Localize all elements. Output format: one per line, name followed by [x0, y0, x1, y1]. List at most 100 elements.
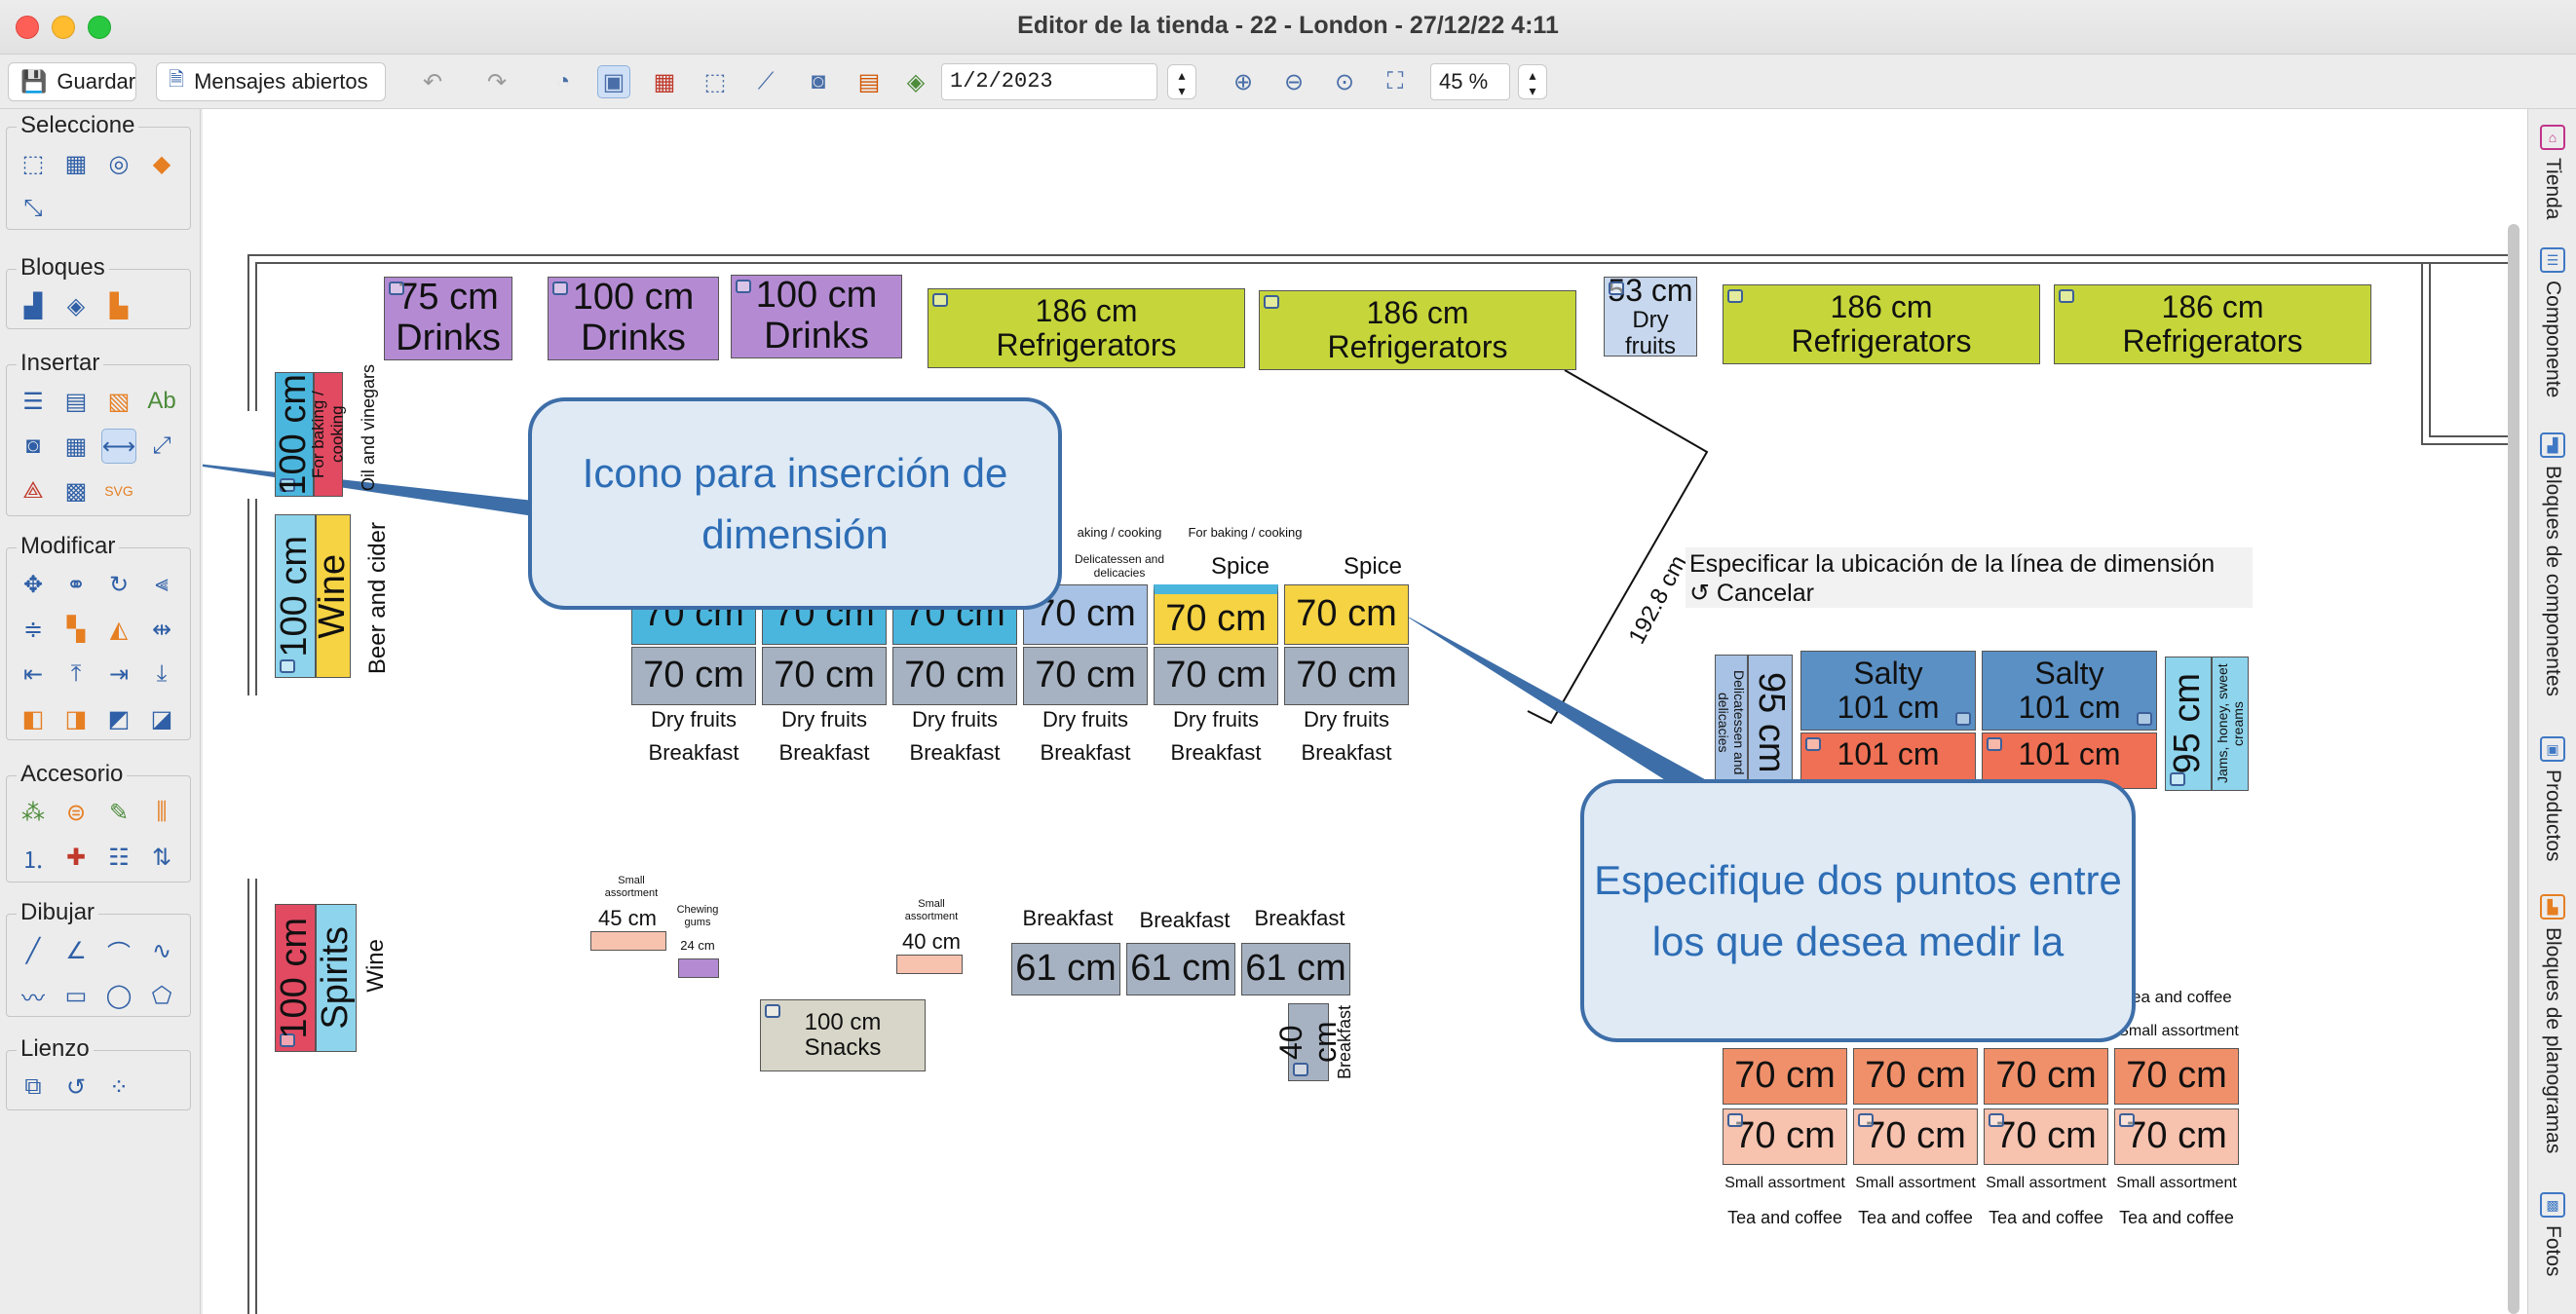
zoom-window-button[interactable]	[88, 16, 111, 39]
mirror-icon[interactable]: ◭	[109, 616, 129, 643]
shelf-middle-top-4[interactable]: 70 cm	[1023, 584, 1148, 645]
snap-icon[interactable]: ⟋	[757, 68, 775, 94]
send-back-icon[interactable]: ◨	[64, 705, 88, 732]
shelf-tea-bottom-3[interactable]: 70 cm	[1984, 1108, 2108, 1165]
shelf-left-wine[interactable]: Wine	[312, 514, 353, 678]
insert-cabinet-icon[interactable]: ▤	[64, 388, 88, 415]
shelf-refrigerators-4[interactable]: 186 cm Refrigerators	[2054, 284, 2371, 364]
align-top-edge-icon[interactable]: ⤒	[70, 660, 82, 687]
shelf-middle-bottom-4[interactable]: 70 cm	[1023, 647, 1148, 705]
insert-wall-icon[interactable]: ▧	[107, 388, 131, 415]
photo-frame-icon[interactable]: ◙	[811, 68, 826, 94]
ungroup-icon[interactable]: ◪	[150, 705, 173, 732]
shelf-middle-bottom-3[interactable]: 70 cm	[892, 647, 1017, 705]
arrange-icon[interactable]: ▚	[66, 616, 86, 643]
shelf-dry-fruits-top[interactable]: 53 cm Dry fruits	[1604, 273, 1697, 358]
save-button[interactable]: 💾 Guardar	[8, 62, 136, 101]
insert-camera-icon[interactable]: ◙	[25, 432, 41, 459]
draw-rectangle-icon[interactable]: ▭	[64, 982, 88, 1009]
group-icon[interactable]: ◩	[107, 705, 131, 732]
shelf-drinks-3[interactable]: 100 cm Drinks	[731, 275, 902, 358]
redo-icon[interactable]: ↷	[486, 68, 508, 95]
shelf-breakfast-40[interactable]: 40 cm	[1273, 1003, 1343, 1081]
canvas-grid-icon[interactable]: ⁘	[108, 1073, 130, 1101]
shelf-salty-2[interactable]: Salty 101 cm	[1982, 651, 2157, 731]
tab-bloques-componentes[interactable]: ▟ Bloques de componentes	[2536, 432, 2569, 696]
zoom-selection-icon[interactable]: ⊙	[1334, 68, 1355, 95]
align-center-icon[interactable]: ≑	[22, 616, 44, 643]
draw-polygon-icon[interactable]: ⬠	[151, 982, 172, 1009]
accessory-divider-icon[interactable]: ⫼	[156, 799, 168, 825]
tab-componente[interactable]: ☰ Componente	[2536, 247, 2569, 397]
shelf-drinks-2[interactable]: 100 cm Drinks	[548, 277, 719, 360]
shelf-jams[interactable]: Jams, honey, sweet creams	[2212, 657, 2249, 791]
copy-icon[interactable]: ⚭	[65, 571, 87, 598]
zoom-in-icon[interactable]: ⊕	[1232, 68, 1254, 95]
select-pointer-icon[interactable]: ⬚	[21, 150, 45, 177]
grid-view-icon[interactable]: ▣	[597, 65, 630, 98]
shelf-salty-1[interactable]: Salty 101 cm	[1800, 651, 1976, 731]
align-right-edge-icon[interactable]: ⇥	[108, 660, 130, 688]
align-bottom-edge-icon[interactable]: ⤓	[156, 660, 168, 687]
insert-shelf-icon[interactable]: ☰	[22, 388, 44, 415]
cancel-link[interactable]: ↺ Cancelar	[1689, 579, 2249, 608]
shelf-refrigerators-3[interactable]: 186 cm Refrigerators	[1723, 284, 2040, 364]
accessory-number-icon[interactable]: ⒈	[21, 846, 45, 874]
align-left-icon[interactable]: ⫷	[155, 571, 169, 597]
select-target-icon[interactable]: ◎	[108, 150, 130, 177]
shelf-tea-bottom-1[interactable]: 70 cm	[1723, 1108, 1847, 1165]
zoom-stepper[interactable]: ▴▾	[1518, 64, 1547, 99]
block-component-icon[interactable]: ▟	[23, 292, 43, 319]
shelf-middle-bottom-5[interactable]: 70 cm	[1154, 647, 1278, 705]
shelf-snacks[interactable]: 100 cm Snacks	[760, 999, 926, 1071]
shelf-left-blue[interactable]: 100 cm	[273, 372, 314, 497]
open-messages-button[interactable]: 🗎 Mensajes abiertos	[156, 62, 386, 101]
shelf-refrigerators-2[interactable]: 186 cm Refrigerators	[1259, 290, 1576, 370]
shelf-left-baking[interactable]: For baking / cooking	[309, 372, 347, 497]
shelf-right-deli-size[interactable]: 95 cm	[1748, 655, 1793, 791]
accessory-hooks-icon[interactable]: ⁂	[21, 799, 45, 826]
bring-front-icon[interactable]: ◧	[21, 705, 45, 732]
shelf-tea-top-3[interactable]: 70 cm	[1984, 1048, 2108, 1105]
shelf-right-deli[interactable]: Delicatessen and delicacies	[1715, 655, 1748, 791]
zoom-fit-icon[interactable]: ⛶	[1386, 68, 1404, 94]
shelf-small-45[interactable]	[590, 931, 666, 951]
zoom-field[interactable]: 45 %	[1430, 63, 1510, 100]
draw-curve-icon[interactable]: ∿	[151, 937, 172, 964]
insert-text-icon[interactable]: Ab	[147, 388, 176, 414]
layout-icon[interactable]: ▦	[653, 68, 676, 95]
insert-dimension-icon[interactable]: ⟷	[101, 429, 136, 464]
draw-freeform-icon[interactable]: 〰	[21, 985, 45, 1012]
shelf-left-wine-blue[interactable]: 100 cm	[274, 514, 316, 678]
canvas-rotate-icon[interactable]: ↺	[65, 1073, 87, 1101]
draw-circle-icon[interactable]: ◯	[105, 982, 133, 1009]
shelf-middle-top-6[interactable]: 70 cm	[1284, 584, 1409, 645]
shelf-small-40[interactable]	[896, 955, 963, 974]
date-field[interactable]: 1/2/2023	[941, 63, 1157, 100]
move-icon[interactable]: ✥	[22, 571, 44, 598]
close-window-button[interactable]	[16, 16, 39, 39]
insert-svg-icon[interactable]: SVG	[104, 483, 133, 499]
block-stack-icon[interactable]: ◈	[66, 292, 86, 319]
measure-angle-icon[interactable]: ◔	[555, 68, 571, 94]
accessory-sort-icon[interactable]: ⇅	[151, 844, 172, 871]
shelf-middle-top-5[interactable]: 70 cm	[1154, 584, 1278, 645]
select-path-icon[interactable]: ⤡	[23, 195, 43, 221]
zoom-out-icon[interactable]: ⊖	[1283, 68, 1305, 95]
accessory-list-icon[interactable]: ☷	[108, 844, 130, 871]
shelf-tea-bottom-4[interactable]: 70 cm	[2114, 1108, 2239, 1165]
date-stepper[interactable]: ▴▾	[1167, 64, 1196, 99]
shelf-jams-size[interactable]: 95 cm	[2165, 657, 2212, 791]
tab-fotos[interactable]: ▩ Fotos	[2536, 1192, 2569, 1277]
canvas-size-icon[interactable]: ⧉	[24, 1073, 42, 1100]
layers-icon[interactable]: ◈	[906, 68, 926, 95]
accessory-add-icon[interactable]: ✚	[65, 844, 87, 871]
shelf-breakfast-61-3[interactable]: 61 cm	[1241, 943, 1350, 995]
shelf-tea-top-4[interactable]: 70 cm	[2114, 1048, 2239, 1105]
draw-line-icon[interactable]: ╱	[25, 937, 41, 964]
insert-pdf-icon[interactable]: ⟁	[22, 477, 44, 504]
insert-image-icon[interactable]: ▩	[64, 477, 88, 505]
shelf-middle-bottom-2[interactable]: 70 cm	[762, 647, 887, 705]
undo-icon[interactable]: ↶	[422, 68, 443, 95]
tab-productos[interactable]: ▣ Productos	[2536, 736, 2569, 862]
